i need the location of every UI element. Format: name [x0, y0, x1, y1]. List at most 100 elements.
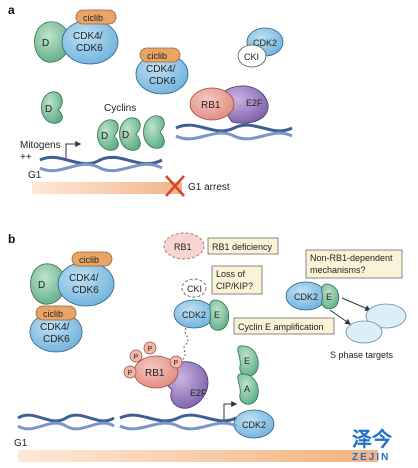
dna-helix-b-left [17, 413, 115, 431]
rb1-deficiency-box [207, 237, 279, 255]
watermark-latin: ZEJIN [352, 452, 390, 463]
cki-lost-shape [181, 278, 207, 298]
e2f-label-b: E2F [190, 388, 207, 398]
phospho-site-3 [123, 365, 137, 379]
rb1-deficient-label: RB1 [174, 242, 192, 252]
cyclins-label: Cyclins [104, 103, 136, 114]
cki-lost-label: CKI [187, 284, 202, 294]
g1-progress-bar-a [32, 182, 182, 194]
free-cyclin-d-label: D [45, 104, 52, 115]
dna-helix-a-right [175, 123, 293, 141]
cdk2-label-right: CDK2 [294, 292, 318, 302]
cdk46-label-2-line1: CDK4/ [146, 64, 176, 75]
cyclin-e-label-right: E [326, 292, 332, 302]
phospho-label-4: P [174, 360, 179, 367]
cyclin-a-shape-stack [237, 373, 259, 405]
cki-label: CKI [244, 52, 259, 62]
cyclin-d-label: D [42, 38, 49, 49]
cyclin-d-shape [34, 21, 71, 63]
ciclib-label: ciclib [83, 13, 103, 23]
cyclins-group: D D [97, 115, 165, 151]
ciclib-label-b2: ciclib [43, 309, 63, 319]
non-rb1-line2: mechanisms? [310, 265, 366, 275]
cyclin-d-label-b: D [38, 280, 45, 291]
cyclin-d-3 [143, 115, 165, 149]
cdk2-cki-complex-a: CDK2 CKI [237, 27, 284, 68]
cdk46-label-b2-line2: CDK6 [43, 334, 70, 345]
cdk2-label-b: CDK2 [182, 310, 206, 320]
rb1-deficient-shape [163, 232, 205, 260]
g1-label-a: G1 [28, 170, 42, 181]
loss-cipkip-line2: CIP/KIP? [216, 281, 253, 291]
phospho-label-3: P [128, 370, 133, 377]
arrow-to-target-1 [341, 297, 372, 311]
cyclin-d-cdk46-complex-a: D CDK4/ CDK6 ciclib [34, 9, 119, 65]
non-rb1-line1: Non-RB1-dependent [310, 253, 393, 263]
cdk46-ciclib-complex-a: CDK4/ CDK6 ciclib [135, 47, 189, 95]
cyclin-e-label-b: E [214, 310, 220, 320]
panel-b-letter: b [8, 232, 15, 246]
phospho-label-1: P [148, 346, 153, 353]
cyclin-e-label-stack: E [244, 356, 250, 366]
cyclin-e-shape-right [321, 283, 340, 310]
mitogens-level: ++ [20, 152, 32, 163]
cyclin-a-label-stack: A [244, 384, 250, 394]
cyclin-e-amp-box [233, 317, 335, 335]
non-rb1-box [305, 249, 403, 279]
loss-cipkip-box [211, 265, 263, 295]
rb1-label: RB1 [201, 100, 221, 111]
promoter-arrow-b [223, 401, 238, 420]
ciclib-pill-b2 [35, 305, 77, 321]
ciclib-pill-b [71, 251, 113, 267]
ciclib-pill [75, 9, 117, 25]
cdk46-label-b-line1: CDK4/ [69, 273, 99, 284]
phospho-squiggle [181, 327, 189, 361]
dna-helix-a-left [39, 155, 163, 173]
ciclib-pill-2 [139, 47, 181, 63]
cdk46-ciclib-complex-b: CDK4/ CDK6 ciclib [29, 305, 83, 353]
phospho-site-4 [169, 355, 183, 369]
rb1-label-b: RB1 [145, 368, 165, 379]
s-phase-targets-label: S phase targets [330, 350, 394, 360]
cdk2-label: CDK2 [253, 38, 277, 48]
cyclin-e-amp-label: Cyclin E amplification [238, 322, 324, 332]
cki-shape [237, 44, 267, 68]
arrow-to-target-2 [329, 309, 351, 325]
cdk2-cyclin-e-complex-right: CDK2 E [285, 281, 340, 311]
cyclin-d-2-label: D [122, 130, 129, 141]
cdk2-label-bottom: CDK2 [242, 420, 266, 430]
watermark-chinese: 泽今 [352, 427, 393, 451]
cyclin-d-shape-b [30, 263, 67, 305]
arrest-x-mark [165, 175, 185, 197]
panel-a-letter: a [8, 3, 15, 17]
ciclib-label-b: ciclib [79, 255, 99, 265]
g1-label-b: G1 [14, 438, 28, 449]
phospho-site-2 [129, 349, 143, 363]
phospho-label-2: P [134, 354, 139, 361]
phospho-rb1-e2f-complex: E2F RB1 P P P P [123, 341, 209, 409]
ciclib-label-2: ciclib [147, 51, 167, 61]
loss-cipkip-line1: Loss of [216, 269, 246, 279]
rb1-shape [189, 87, 235, 121]
cdk46-shape [61, 19, 119, 65]
g1-progress-bar-b [18, 450, 378, 462]
cdk46-label-b2-line1: CDK4/ [40, 322, 70, 333]
cyclin-e-a-stack: E A [237, 345, 259, 405]
free-cyclin-d [41, 91, 63, 124]
cdk46-label-b-line2: CDK6 [72, 285, 99, 296]
cdk46-label-line1: CDK4/ [73, 31, 103, 42]
rb1-e2f-complex-a: E2F RB1 [189, 85, 269, 124]
phospho-site-1 [143, 341, 157, 355]
cdk46-label-2-line2: CDK6 [149, 76, 176, 87]
cyclin-e-shape-b [209, 299, 230, 331]
rb1-deficiency-label: RB1 deficiency [212, 242, 273, 252]
cdk46-shape-b [57, 261, 115, 307]
cyclin-d-2 [119, 117, 141, 151]
s-phase-target-2 [345, 320, 383, 344]
promoter-arrow-a [65, 141, 82, 160]
cdk2-cyclin-e-complex-b: CDK2 E [173, 299, 230, 331]
dna-helix-b-right [119, 413, 237, 431]
zejin-watermark-logo: 泽今 ZEJIN [352, 427, 393, 463]
